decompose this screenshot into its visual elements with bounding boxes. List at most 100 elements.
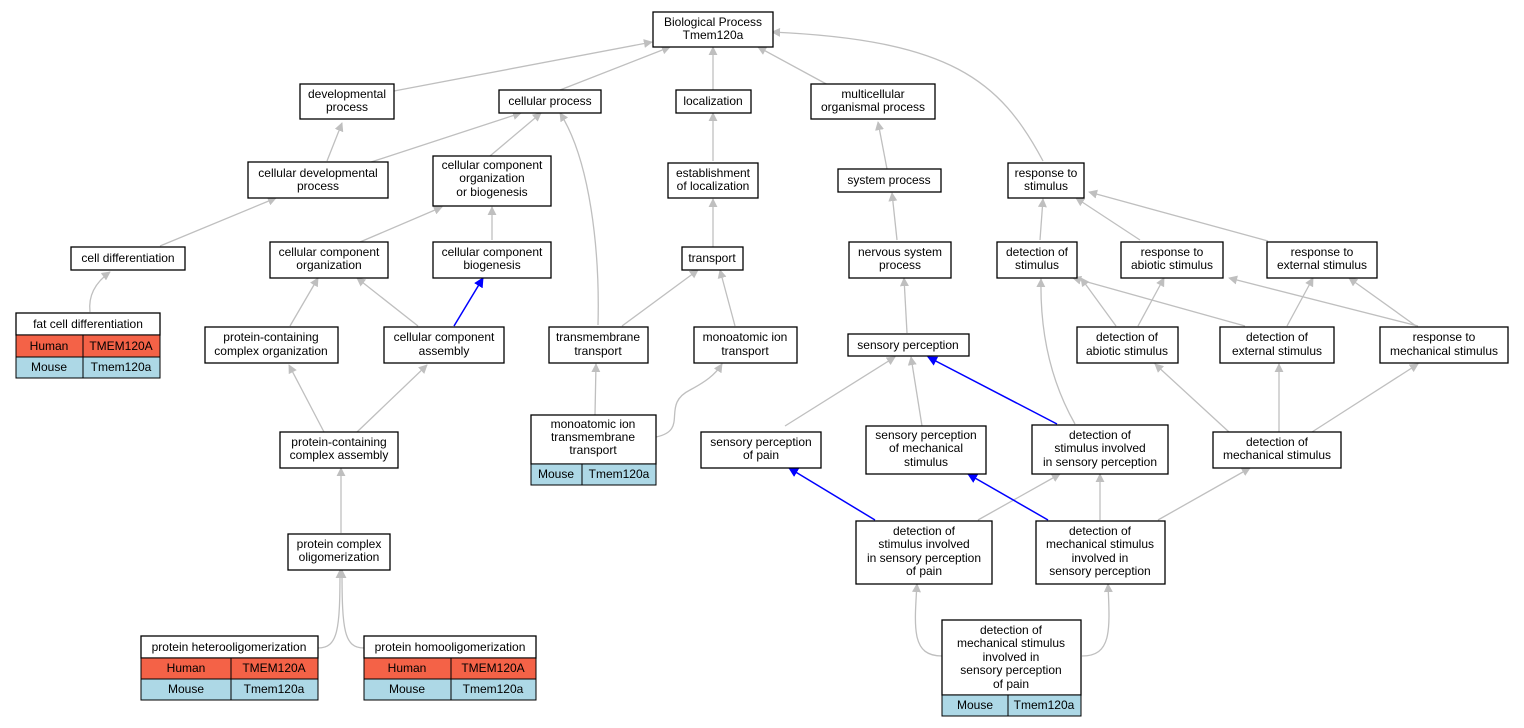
edge [359, 206, 443, 243]
node-cellular-component-biogenesis[interactable]: cellular component biogenesis [432, 241, 552, 279]
node-label-line: of localization [677, 179, 750, 193]
node-label-line: process [297, 179, 339, 193]
node-detection-of-mechanical-stimulus[interactable]: detection of mechanical stimulus [1212, 431, 1342, 469]
node-label-line: mechanical stimulus [957, 636, 1065, 650]
node-label-line: stimulus involved [878, 537, 969, 551]
node-label-line: cellular developmental [258, 166, 377, 180]
edge [1154, 363, 1230, 433]
node-protein-containing-complex-organization[interactable]: protein-containing complex organization [204, 326, 339, 364]
edge [899, 277, 909, 334]
edge [1286, 277, 1314, 327]
edge [1157, 467, 1251, 521]
node-detection-of-mechanical-stimulus-involved-in-sensory-perception-of-pain[interactable]: detection of mechanical stimulus involve… [941, 619, 1082, 717]
node-response-to-stimulus[interactable]: response to stimulus [1007, 162, 1085, 199]
node-cellular-developmental-process[interactable]: cellular developmental process [247, 161, 389, 199]
node-fat-cell-differentiation[interactable]: fat cell differentiation Human TMEM120A … [15, 312, 161, 379]
node-label-line: multicellular [841, 87, 904, 101]
node-label-line: cellular component [394, 330, 495, 344]
node-detection-of-mechanical-stimulus-involved-in-sensory-perception[interactable]: detection of mechanical stimulus involve… [1035, 520, 1166, 585]
node-label-line: cellular process [508, 94, 591, 108]
node-label-line: sensory perception [875, 428, 976, 442]
edge [356, 277, 419, 327]
node-multicellular-organismal-process[interactable]: multicellular organismal process [810, 83, 936, 120]
node-response-to-mechanical-stimulus[interactable]: response to mechanical stimulus [1379, 326, 1509, 364]
edge [393, 39, 653, 92]
node-sensory-perception-of-mechanical-stimulus[interactable]: sensory perception of mechanical stimulu… [865, 425, 987, 475]
edge [326, 122, 344, 162]
node-label-line: Tmem120a [683, 28, 744, 42]
node-cell-differentiation[interactable]: cell differentiation [70, 246, 186, 271]
node-label-line: of mechanical [889, 441, 963, 455]
node-protein-containing-complex-assembly[interactable]: protein-containing complex assembly [279, 431, 399, 469]
node-label-line: system process [847, 173, 930, 187]
node-sensory-perception[interactable]: sensory perception [847, 333, 970, 357]
node-protein-homooligomerization[interactable]: protein homooligomerization Human TMEM12… [363, 635, 537, 701]
node-label-line: transport [569, 443, 617, 457]
node-detection-of-stimulus-involved-in-sensory-perception-of-pain[interactable]: detection of stimulus involved in sensor… [855, 520, 993, 585]
node-label-line: detection of [1006, 245, 1069, 259]
node-label-line: transport [574, 344, 622, 358]
node-response-to-abiotic-stimulus[interactable]: response to abiotic stimulus [1120, 241, 1224, 279]
gene-symbol-human: TMEM120A [89, 339, 152, 353]
node-cellular-component-organization-or-biogenesis[interactable]: cellular component organization or bioge… [432, 155, 552, 207]
node-system-process[interactable]: system process [837, 168, 942, 193]
node-label-line: transport [721, 344, 769, 358]
node-cellular-process[interactable]: cellular process [498, 89, 602, 114]
edge [788, 467, 876, 521]
node-label-line: stimulus [904, 455, 948, 469]
node-nervous-system-process[interactable]: nervous system process [848, 241, 952, 279]
edge [771, 27, 1044, 162]
gene-symbol-mouse: Tmem120a [91, 360, 152, 374]
node-label-line: protein heterooligomerization [152, 640, 307, 654]
node-label-line: abiotic stimulus [1086, 344, 1168, 358]
node-label-line: sensory perception [857, 338, 958, 352]
edge [337, 569, 365, 649]
node-detection-of-stimulus[interactable]: detection of stimulus [996, 241, 1078, 279]
node-cellular-component-organization[interactable]: cellular component organization [269, 241, 389, 279]
edge [757, 46, 831, 87]
node-monoatomic-ion-transmembrane-transport[interactable]: monoatomic ion transmembrane transport M… [530, 414, 657, 486]
edges [89, 27, 1419, 657]
node-transmembrane-transport[interactable]: transmembrane transport [548, 326, 649, 364]
node-developmental-process[interactable]: developmental process [299, 83, 395, 120]
node-biological-process[interactable]: Biological Process Tmem120a [652, 11, 774, 48]
node-detection-of-external-stimulus[interactable]: detection of external stimulus [1219, 326, 1335, 364]
node-monoatomic-ion-transport[interactable]: monoatomic ion transport [693, 326, 798, 364]
gene-symbol-mouse: Tmem120a [244, 682, 305, 696]
node-sensory-perception-of-pain[interactable]: sensory perception of pain [700, 431, 822, 469]
node-protein-complex-oligomerization[interactable]: protein complex oligomerization [287, 533, 391, 571]
node-establishment-of-localization[interactable]: establishment of localization [667, 162, 759, 199]
edge [907, 356, 923, 427]
node-label-line: of pain [743, 448, 779, 462]
edge [875, 121, 888, 170]
edge [289, 277, 319, 327]
edge [1081, 583, 1113, 657]
edge [89, 271, 111, 313]
node-label-line: detection of [980, 623, 1043, 637]
edge [288, 364, 325, 433]
species-label-human: Human [167, 661, 206, 675]
edge [559, 45, 671, 91]
node-label-line: stimulus involved [1054, 441, 1145, 455]
node-cellular-component-assembly[interactable]: cellular component assembly [383, 326, 505, 364]
node-protein-heterooligomerization[interactable]: protein heterooligomerization Human TMEM… [140, 635, 319, 701]
node-label-line: response to [1015, 166, 1078, 180]
species-label-human: Human [30, 339, 69, 353]
node-label-line: transmembrane [556, 330, 640, 344]
node-response-to-external-stimulus[interactable]: response to external stimulus [1266, 241, 1378, 279]
node-label-line: Biological Process [664, 15, 762, 29]
node-label-line: complex organization [214, 344, 327, 358]
node-label-line: nervous system [858, 245, 942, 259]
node-transport[interactable]: transport [681, 246, 744, 271]
species-label-mouse: Mouse [168, 682, 204, 696]
node-label-line: involved in [983, 650, 1040, 664]
node-label-line: in sensory perception [1043, 455, 1157, 469]
edge [621, 269, 699, 327]
edge [655, 363, 723, 438]
node-localization[interactable]: localization [675, 89, 752, 114]
node-detection-of-stimulus-involved-in-sensory-perception[interactable]: detection of stimulus involved in sensor… [1031, 424, 1169, 475]
species-label-mouse: Mouse [538, 467, 574, 481]
node-detection-of-abiotic-stimulus[interactable]: detection of abiotic stimulus [1076, 326, 1179, 364]
node-label-line: biogenesis [463, 258, 520, 272]
